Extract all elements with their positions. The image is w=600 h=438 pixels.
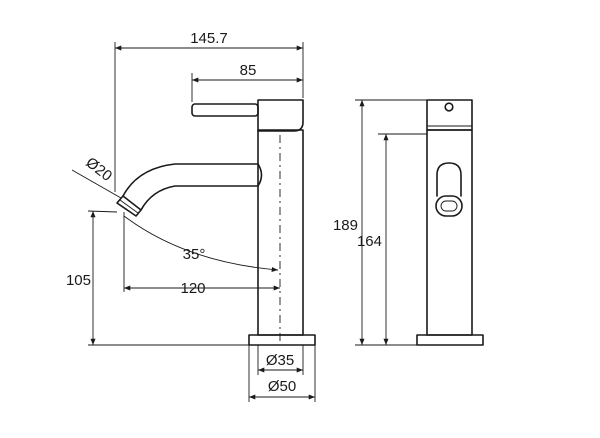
side-handle-head [257, 99, 304, 132]
front-handle-head [426, 99, 473, 131]
dim-spout-diameter: Ø20 [71, 154, 122, 213]
dim-handle-offset: 85 [191, 62, 303, 102]
dim-overall-reach-label: 145.7 [190, 30, 228, 47]
dim-spout-reach-label: 120 [180, 280, 205, 297]
front-aerator [435, 195, 463, 217]
dim-spout-diameter-label: Ø20 [82, 154, 115, 185]
dim-overall-reach: 145.7 [114, 30, 304, 192]
dim-spout-height-label: 105 [66, 272, 91, 289]
side-body [257, 129, 304, 336]
front-body [426, 129, 473, 336]
side-lever [191, 103, 259, 117]
side-aerator [116, 195, 142, 217]
dim-base-diameter: Ø50 [248, 345, 316, 402]
side-view [116, 99, 316, 346]
dim-spout-height: 105 [66, 211, 249, 346]
dim-body-diameter: Ø35 [257, 345, 304, 375]
dim-body-height: 164 [357, 133, 427, 345]
front-view [416, 99, 484, 346]
side-base [248, 334, 316, 346]
dim-spout-angle-label: 35° [183, 246, 206, 263]
side-spout [122, 163, 259, 197]
dim-spout-reach: 120 [124, 280, 280, 297]
dim-spout-angle: 35° [123, 212, 279, 292]
dim-body-diameter-label: Ø35 [266, 352, 294, 369]
dim-handle-offset-label: 85 [240, 62, 257, 79]
dim-body-height-label: 164 [357, 233, 382, 250]
front-base [416, 334, 484, 346]
front-spout [436, 162, 462, 197]
dim-overall-height-label: 189 [333, 217, 358, 234]
dim-base-diameter-label: Ø50 [268, 378, 296, 395]
dim-overall-height: 189 [333, 99, 427, 346]
front-handle-indicator [444, 102, 454, 112]
